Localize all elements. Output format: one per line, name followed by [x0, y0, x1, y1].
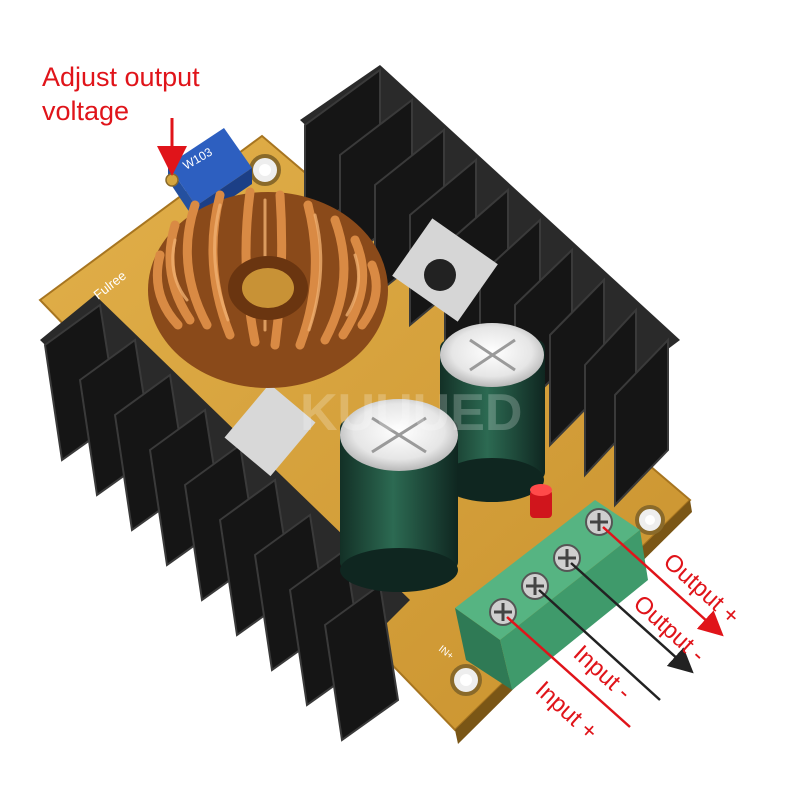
inductor-coil-icon [148, 187, 388, 388]
watermark: KUUUED [300, 384, 522, 442]
terminal-block-icon [455, 500, 648, 690]
input-minus-arrow [538, 589, 661, 701]
led-icon [530, 484, 552, 518]
adjust-label-line2: voltage [42, 96, 130, 126]
heatsink-icon [300, 65, 680, 508]
output-minus-arrow [570, 562, 694, 674]
terminal-screw [521, 572, 549, 600]
output-plus-arrow [602, 526, 724, 637]
capacitor-icon [340, 399, 458, 592]
heatsink-icon [40, 295, 410, 742]
adjust-voltage-label: Adjust output voltage [42, 60, 200, 128]
capacitor-icon [440, 323, 545, 502]
input-plus-arrow [506, 616, 631, 728]
adjust-label-line1: Adjust output [42, 62, 200, 92]
